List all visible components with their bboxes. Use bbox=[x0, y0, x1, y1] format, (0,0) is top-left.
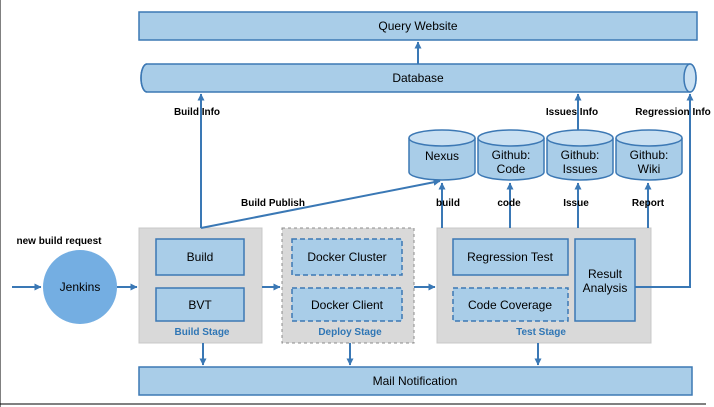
code-edge-label: code bbox=[497, 198, 521, 209]
database-cylinder: Database bbox=[140, 63, 697, 93]
build-label: Build bbox=[187, 250, 214, 264]
regression-info-arrow bbox=[635, 93, 694, 288]
docker-client-label: Docker Client bbox=[311, 298, 384, 312]
github-wiki-cylinder: Github: Wiki bbox=[615, 129, 683, 181]
github-code-label-1: Github: bbox=[492, 148, 531, 162]
github-issues-cylinder: Github: Issues bbox=[546, 129, 614, 181]
code-coverage-label: Code Coverage bbox=[468, 298, 552, 312]
github-code-label-2: Code bbox=[497, 162, 526, 176]
result-analysis-label-2: Analysis bbox=[583, 281, 628, 295]
github-wiki-label-2: Wiki bbox=[638, 162, 661, 176]
test-stage-label: Test Stage bbox=[516, 327, 566, 338]
result-analysis-box: Result Analysis bbox=[574, 238, 636, 322]
mail-notification-box: Mail Notification bbox=[138, 366, 693, 396]
bvt-label: BVT bbox=[188, 298, 212, 312]
code-coverage-box: Code Coverage bbox=[452, 287, 569, 322]
nexus-cylinder: Nexus bbox=[408, 129, 476, 181]
new-build-request-label: new build request bbox=[16, 236, 102, 247]
nexus-label: Nexus bbox=[425, 149, 459, 163]
regression-test-label: Regression Test bbox=[467, 250, 553, 264]
build-stage-label: Build Stage bbox=[174, 327, 229, 338]
issue-edge-label: Issue bbox=[563, 198, 589, 209]
jenkins-label: Jenkins bbox=[60, 280, 101, 294]
docker-cluster-label: Docker Cluster bbox=[307, 250, 386, 264]
mail-notification-label: Mail Notification bbox=[373, 374, 458, 388]
github-issues-label-2: Issues bbox=[563, 162, 598, 176]
database-label: Database bbox=[392, 71, 444, 85]
github-issues-label-1: Github: bbox=[561, 148, 600, 162]
deploy-stage-label: Deploy Stage bbox=[318, 327, 382, 338]
docker-client-box: Docker Client bbox=[291, 287, 403, 322]
github-code-cylinder: Github: Code bbox=[477, 129, 545, 181]
build-publish-label: Build Publish bbox=[241, 198, 305, 209]
build-info-label: Build Info bbox=[174, 107, 220, 118]
issues-info-label: Issues Info bbox=[546, 107, 598, 118]
build-edge-label: build bbox=[436, 198, 460, 209]
docker-cluster-box: Docker Cluster bbox=[291, 238, 403, 276]
query-website-label: Query Website bbox=[378, 19, 457, 33]
build-publish-arrow bbox=[200, 178, 441, 229]
result-analysis-label-1: Result bbox=[588, 267, 623, 281]
bvt-box: BVT bbox=[155, 287, 245, 322]
github-wiki-label-1: Github: bbox=[630, 148, 669, 162]
report-edge-label: Report bbox=[632, 198, 665, 209]
regression-test-box: Regression Test bbox=[452, 238, 569, 276]
regression-info-label: Regression Info bbox=[635, 107, 711, 118]
query-website-box: Query Website bbox=[138, 11, 698, 41]
jenkins-node: Jenkins bbox=[43, 250, 117, 324]
build-box: Build bbox=[155, 238, 245, 276]
